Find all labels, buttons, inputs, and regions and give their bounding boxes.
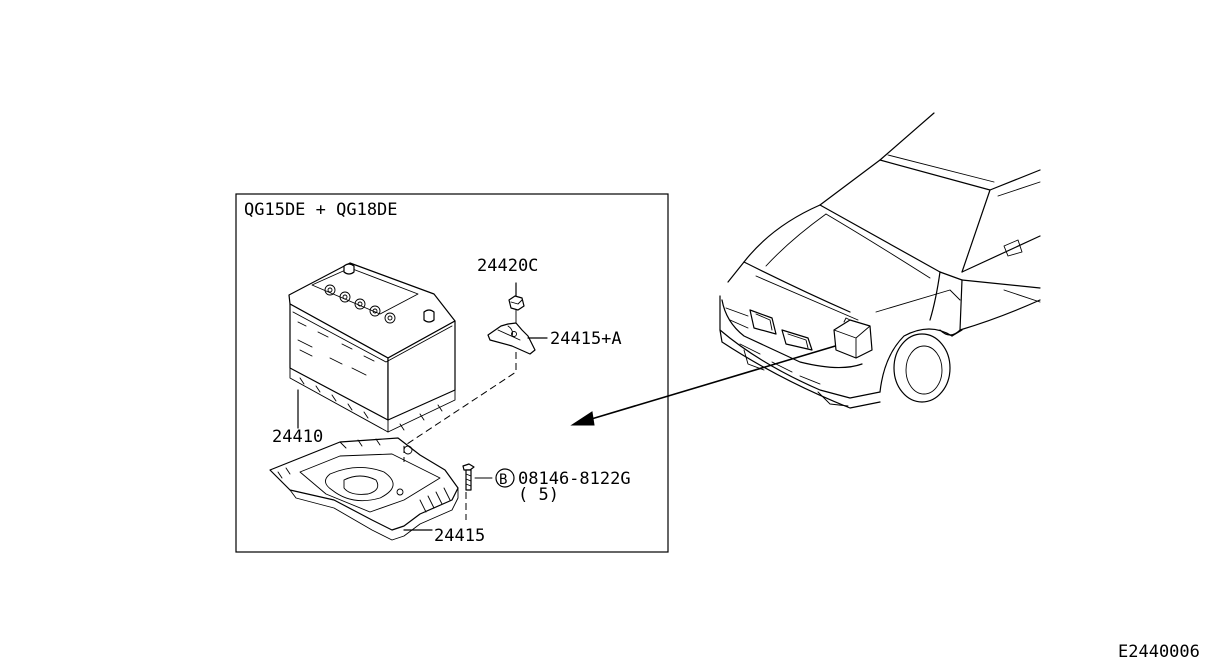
label-battery-clamp: 24415+A: [550, 329, 622, 349]
tray-drawing: [269, 437, 459, 541]
label-bolt: 08146-8122G: [518, 469, 631, 489]
assembly-line-clamp: [403, 352, 517, 447]
label-nut: 24420C: [477, 256, 538, 276]
label-bolt-marker: B: [499, 472, 507, 488]
car-drawing: [719, 112, 1041, 409]
label-battery-tray: 24415: [434, 526, 485, 546]
label-bolt-qty: ( 5): [518, 485, 559, 505]
inset-title: QG15DE + QG18DE: [244, 200, 398, 220]
bolt-drawing: [462, 463, 493, 491]
label-battery: 24410: [272, 427, 323, 447]
bolt-marker-circle: [495, 468, 515, 488]
clamp-drawing: [487, 309, 548, 355]
battery-drawing: [288, 262, 456, 433]
figure-id: E2440006: [1118, 642, 1200, 662]
inset-frame: [235, 193, 669, 553]
nut-drawing: [508, 282, 525, 311]
location-arrow: [570, 343, 843, 426]
